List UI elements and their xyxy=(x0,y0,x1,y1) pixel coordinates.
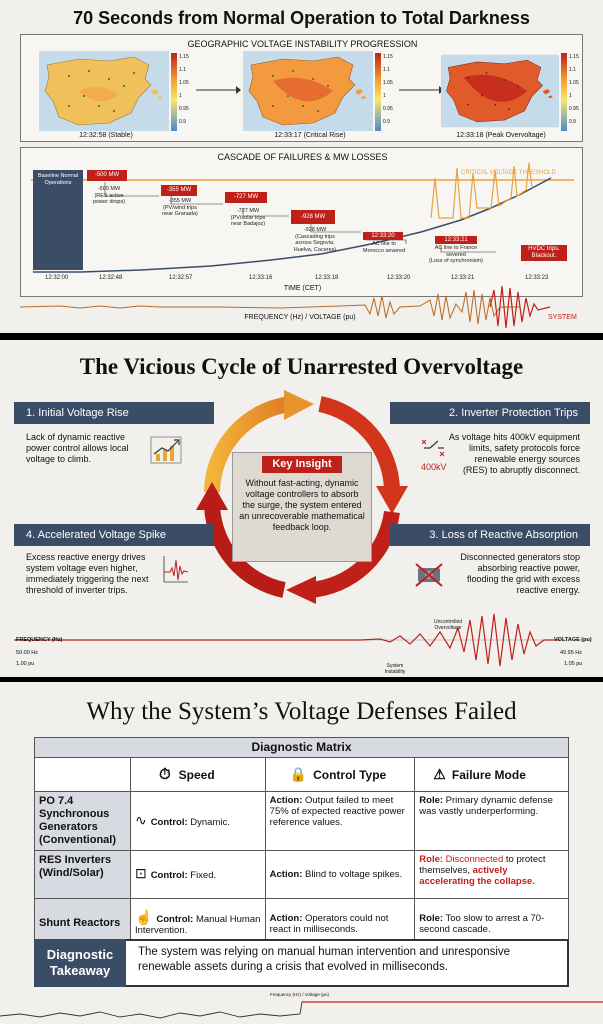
wave-left-bottom: 1.00 pu xyxy=(16,661,35,667)
cascade-title: CASCADE OF FAILURES & MW LOSSES xyxy=(217,152,388,162)
column-control-type: 🔒Control Type xyxy=(264,757,416,792)
time-tick: 12:33:23 xyxy=(525,275,549,281)
x-axis-label: TIME (CET) xyxy=(283,285,322,292)
defenses-panel: Why the System’s Voltage Defenses Failed… xyxy=(0,682,603,1024)
overvoltage-waveform xyxy=(14,613,590,667)
table-row: RES Inverters (Wind/Solar) ⊡Control: Fix… xyxy=(34,850,569,899)
panel2-title: The Vicious Cycle of Unarrested Overvolt… xyxy=(79,354,524,379)
time-tick: 12:33:18 xyxy=(315,275,339,281)
signal-wave-icon: ∿ xyxy=(134,811,147,828)
disconnected-generator-icon xyxy=(415,563,443,587)
wave-right-label: VOLTAGE (pu) xyxy=(554,637,592,643)
vicious-cycle-panel: The Vicious Cycle of Unarrested Overvolt… xyxy=(0,340,603,677)
card-3-title: 3. Loss of Reactive Absorption xyxy=(390,524,590,546)
column-failure-mode: ⚠Failure Mode xyxy=(414,757,569,792)
time-tick: 12:32:00 xyxy=(45,275,69,281)
diagnostic-matrix: Diagnostic Matrix ⏱Speed 🔒Control Type ⚠… xyxy=(34,737,569,949)
card-3-body: Disconnected generators stop absorbing r… xyxy=(460,552,580,595)
time-tick: 12:33:16 xyxy=(249,275,273,281)
time-tick: 12:32:57 xyxy=(169,275,193,281)
map-3-caption: 12:33:18 (Peak Overvoltage) xyxy=(456,132,546,139)
lock-icon: 🔒 xyxy=(289,765,308,782)
voltage-map-peak xyxy=(441,54,559,128)
card-2-title: 2. Inverter Protection Trips xyxy=(390,402,590,424)
footer-wave-label: Frequency (Hz) / Voltage (pu) xyxy=(270,992,330,997)
card-2-icon-label: 400kV xyxy=(421,462,447,472)
voltage-map-critical xyxy=(243,51,373,131)
baseline-label: Baseline Normal Operations xyxy=(37,173,79,186)
arrow-icon xyxy=(196,86,241,94)
warning-icon: ⚠ xyxy=(433,765,446,782)
event-note-6: AC line to France severed (Loss of synch… xyxy=(429,245,483,264)
annotation-instability: System Instability xyxy=(384,663,406,675)
voltage-spike-icon xyxy=(163,556,189,583)
card-4-body: Excess reactive energy drives system vol… xyxy=(26,552,149,595)
event-tag-1: -500 MW xyxy=(87,170,127,181)
time-tick: 12:32:48 xyxy=(99,275,123,281)
event-note-4: -928 MW (Cascading trips across Segovia,… xyxy=(293,227,337,253)
chart-up-icon xyxy=(150,436,182,464)
row-label: PO 7.4 Synchronous Generators (Conventio… xyxy=(34,791,131,851)
event-tag-3: -727 MW xyxy=(225,192,267,203)
voltage-map-stable xyxy=(39,51,169,131)
switch-icon xyxy=(421,439,445,457)
system-label: SYSTEM xyxy=(548,314,577,321)
cascade-chart xyxy=(31,162,574,273)
cycle-arrows xyxy=(196,390,408,604)
stopwatch-icon: ⏱ xyxy=(158,765,171,783)
matrix-corner xyxy=(34,757,131,792)
takeaway-text: The system was relying on manual human i… xyxy=(138,946,511,973)
colorbar-2 xyxy=(375,53,381,131)
panel3-title: Why the System’s Voltage Defenses Failed xyxy=(86,698,517,725)
map-section-title: GEOGRAPHIC VOLTAGE INSTABILITY PROGRESSI… xyxy=(187,39,418,49)
key-insight-body: Without fast-acting, dynamic voltage con… xyxy=(239,478,365,532)
arrow-icon xyxy=(399,86,444,94)
annotation-uncontrolled: Uncontrolled Overvoltage xyxy=(433,619,463,631)
wave-left-top: 50.00 Hz xyxy=(16,650,39,656)
event-tag-4: -928 MW xyxy=(291,210,335,224)
time-tick: 12:33:20 xyxy=(387,275,411,281)
panel1-title: 70 Seconds from Normal Operation to Tota… xyxy=(73,8,530,28)
card-1-body: Lack of dynamic reactive power control a… xyxy=(26,432,129,464)
colorbar-3 xyxy=(561,53,567,131)
hand-pointer-icon: ☝ xyxy=(134,908,153,925)
event-note-1: -500 MW (RES active power drops) xyxy=(92,186,126,205)
event-note-5: AC line to Morocco severed xyxy=(362,241,406,254)
event-note-3: -727 MW (PV/solar trips near Badajoz) xyxy=(230,208,266,227)
timeline-panel: 70 Seconds from Normal Operation to Tota… xyxy=(0,0,603,333)
waveform-label: FREQUENCY (Hz) / VOLTAGE (pu) xyxy=(244,314,356,321)
row-label: RES Inverters (Wind/Solar) xyxy=(34,850,131,899)
takeaway-label: Diagnostic Takeaway xyxy=(34,939,126,987)
event-tag-2: -355 MW xyxy=(161,185,197,196)
event-note-2: -355 MW (PV/wind trips near Granada) xyxy=(162,198,198,217)
threshold-label: CRITICAL VOLTAGE THRESHOLD xyxy=(461,170,556,176)
card-1-title: 1. Initial Voltage Rise xyxy=(14,402,214,424)
card-2-body: As voltage hits 400kV equipment limits, … xyxy=(448,432,580,475)
key-insight-title: Key Insight xyxy=(262,456,342,473)
wave-left-label: FREQUENCY (Hz) xyxy=(16,637,63,643)
square-wave-icon: ⊡ xyxy=(134,865,147,881)
cascade-section: CASCADE OF FAILURES & MW LOSSES Baseline… xyxy=(20,147,583,297)
colorbar-1 xyxy=(171,53,177,131)
card-4-title: 4. Accelerated Voltage Spike xyxy=(14,524,214,546)
time-tick: 12:33:21 xyxy=(451,275,475,281)
wave-right-top: 49.95 Hz xyxy=(560,650,583,656)
map-section: GEOGRAPHIC VOLTAGE INSTABILITY PROGRESSI… xyxy=(20,34,583,142)
frequency-waveform xyxy=(20,285,551,329)
map-2-caption: 12:33:17 (Critical Rise) xyxy=(274,132,346,139)
event-tag-7: HVDC trips. Blackout. xyxy=(521,245,567,261)
wave-right-bottom: 1.05 pu xyxy=(564,661,583,667)
table-row: PO 7.4 Synchronous Generators (Conventio… xyxy=(34,791,569,851)
map-1-caption: 12:32:58 (Stable) xyxy=(79,132,133,139)
event-tag-6: 12:33:21 xyxy=(435,236,477,244)
footer-waveform xyxy=(0,1001,603,1019)
matrix-title: Diagnostic Matrix xyxy=(34,737,569,758)
column-speed: ⏱Speed xyxy=(129,757,266,792)
event-tag-5: 12:33:20 xyxy=(363,232,403,240)
